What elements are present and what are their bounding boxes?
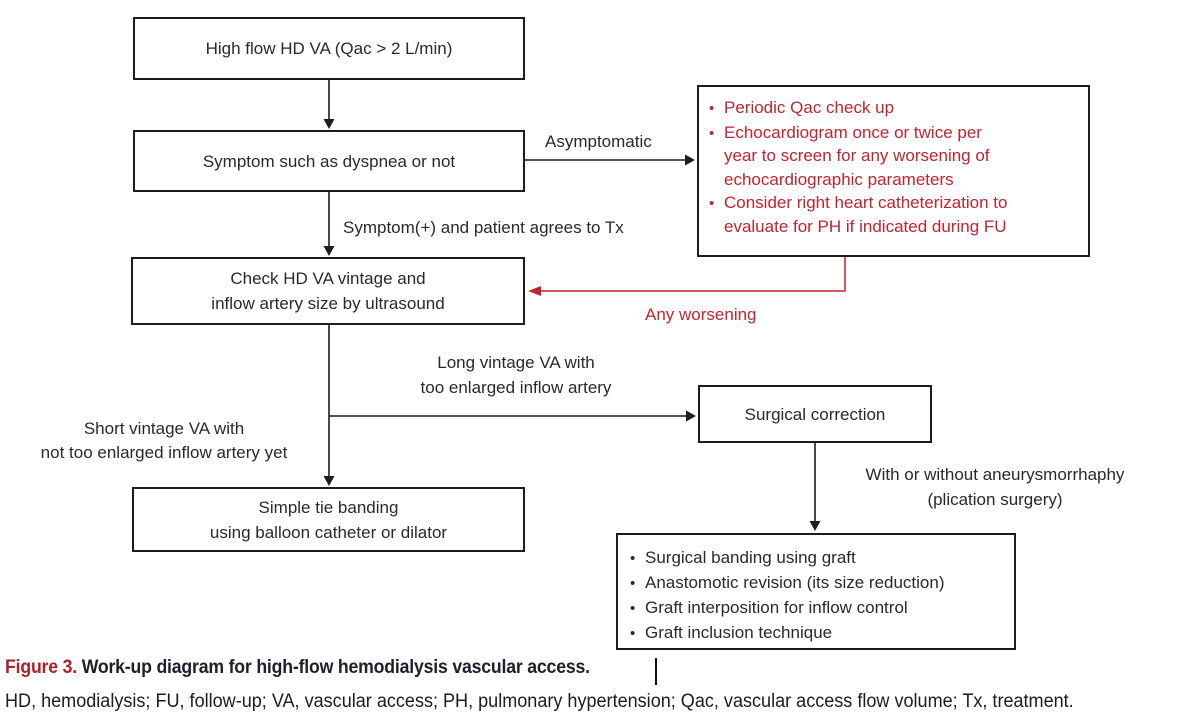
arrow-highflow-to-symptom	[323, 80, 335, 129]
list-item: Consider right heart catheterization to …	[709, 191, 1084, 238]
node-simple-tie-banding: Simple tie banding using balloon cathete…	[132, 487, 525, 552]
arrow-asymptomatic-to-surveillance	[525, 154, 695, 166]
arrow-branch-to-surgical-correction	[329, 410, 696, 422]
bullet-icon	[709, 191, 724, 238]
list-item-text: Periodic Qac check up	[724, 98, 895, 117]
node-high-flow-va: High flow HD VA (Qac > 2 L/min)	[133, 17, 525, 80]
list-item-text: Surgical banding using graft	[645, 548, 856, 567]
list-item: Anastomotic revision (its size reduction…	[630, 571, 1010, 596]
caption-figure-label: Figure 3.	[5, 657, 77, 678]
caption-abbreviations: HD, hemodialysis; FU, follow-up; VA, vas…	[5, 691, 1074, 712]
bullet-icon	[630, 596, 645, 621]
label-long-vintage: Long vintage VA with too enlarged inflow…	[420, 353, 612, 397]
label-aneurysmorrhaphy: With or without aneurysmorrhaphy (plicat…	[865, 465, 1125, 509]
node-surgical-correction: Surgical correction	[698, 385, 932, 443]
list-item: Graft inclusion technique	[630, 621, 1010, 646]
label-asymptomatic: Asymptomatic	[545, 132, 652, 151]
list-item-text: Graft inclusion technique	[645, 623, 833, 642]
list-item: Surgical banding using graft	[630, 546, 1010, 571]
arrow-check-to-simple-tie	[323, 325, 335, 486]
caption-title: Work-up diagram for high-flow hemodialys…	[76, 657, 590, 678]
node-surgical-options-list: Surgical banding using graft Anastomotic…	[616, 533, 1016, 650]
bullet-icon	[630, 621, 645, 646]
node-surveillance-list: Periodic Qac check up Echocardiogram onc…	[697, 85, 1090, 257]
list-item: Echocardiogram once or twice per year to…	[709, 121, 1084, 192]
arrow-surgical-to-options	[809, 443, 821, 531]
label-any-worsening: Any worsening	[645, 305, 757, 324]
label-short-vintage: Short vintage VA with not too enlarged i…	[40, 419, 288, 462]
list-item: Periodic Qac check up	[709, 96, 1084, 121]
bullet-icon	[630, 546, 645, 571]
list-item-text: Consider right heart catheterization to …	[724, 193, 1008, 236]
list-item-text: Graft interposition for inflow control	[645, 598, 908, 617]
node-symptom-assessment: Symptom such as dyspnea or not	[133, 130, 525, 192]
arrow-any-worsening-to-check	[528, 257, 846, 296]
arrow-symptom-to-check	[323, 192, 335, 256]
label-symptom-agrees-tx: Symptom(+) and patient agrees to Tx	[343, 218, 624, 237]
text-caret	[655, 658, 657, 685]
bullet-icon	[630, 571, 645, 596]
node-check-vintage: Check HD VA vintage and inflow artery si…	[131, 257, 525, 325]
caption-line: Figure 3. Work-up diagram for high-flow …	[5, 657, 590, 679]
list-item: Graft interposition for inflow control	[630, 596, 1010, 621]
bullet-icon	[709, 121, 724, 192]
list-item-text: Echocardiogram once or twice per year to…	[724, 122, 990, 189]
list-item-text: Anastomotic revision (its size reduction…	[645, 573, 945, 592]
bullet-icon	[709, 96, 724, 121]
